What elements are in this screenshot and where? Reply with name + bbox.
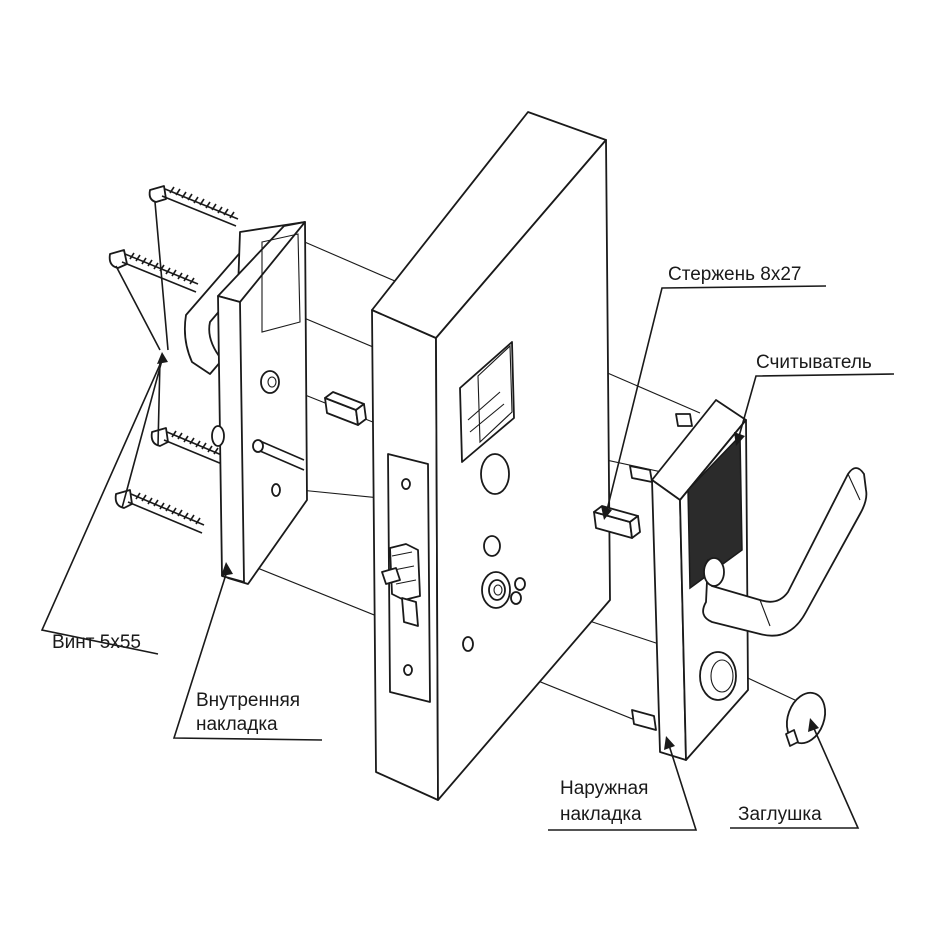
label-inner-plate-line2: накладка [196,714,278,735]
callout-plug: Заглушка [730,718,860,829]
callout-inner-plate: Внутренняя накладка [172,562,323,741]
inner-plate [183,221,308,585]
connector-bar [324,391,367,426]
label-rod: Стержень 8x27 [668,264,802,285]
label-screw: Винт 5x55 [52,632,141,653]
label-reader: Считыватель [756,352,872,373]
screw-1 [148,185,239,227]
callout-reader: Считыватель [734,352,895,446]
reader-panel [687,434,743,590]
label-plug: Заглушка [738,804,822,825]
label-outer-plate-line2: накладка [560,804,642,825]
label-outer-plate-line1: Наружная [560,778,648,799]
outer-handle [702,467,868,637]
outer-plate [629,399,749,761]
callout-screw: Винт 5x55 [40,201,169,655]
screw-2 [108,249,199,293]
label-inner-plate-line1: Внутренняя [196,690,300,711]
mortise-faceplate [381,453,431,703]
callout-outer-plate: Наружная накладка [548,736,698,831]
screw-3 [150,427,225,465]
screw-4 [114,489,205,534]
callout-rod: Стержень 8x27 [601,264,827,520]
screws [108,185,239,534]
